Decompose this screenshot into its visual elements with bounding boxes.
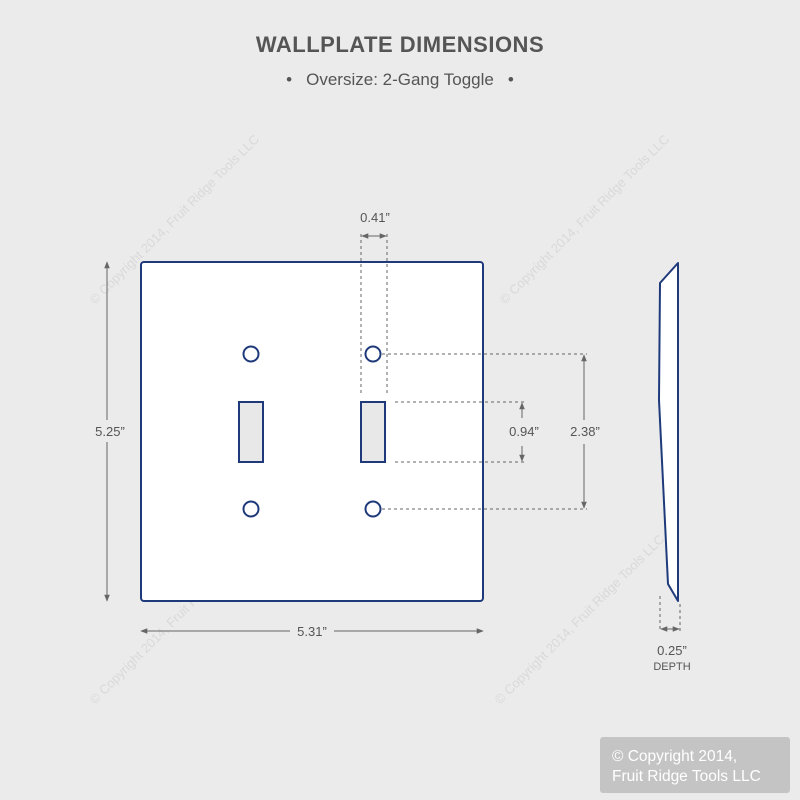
- height-dimension: 5.25”: [95, 261, 125, 602]
- copyright-line-2: Fruit Ridge Tools LLC: [612, 768, 761, 785]
- page-subtitle: • Oversize: 2-Gang Toggle •: [0, 70, 800, 90]
- subtitle-text: Oversize: 2-Gang Toggle: [306, 70, 494, 89]
- toggle-height-label: 0.94”: [509, 424, 539, 439]
- wallplate-side-profile: [658, 262, 679, 602]
- width-dimension: 5.31”: [140, 624, 484, 639]
- toggle-height-dimension: 0.94”: [395, 401, 539, 463]
- screw-hole: [242, 500, 260, 518]
- copyright-badge: © Copyright 2014, Fruit Ridge Tools LLC: [600, 737, 790, 793]
- depth-value-label: 0.25”: [657, 643, 687, 658]
- bullet-right: •: [507, 70, 514, 89]
- height-label: 5.25”: [95, 424, 125, 439]
- hole-gap-label: 0.41”: [360, 210, 390, 225]
- page-title: WALLPLATE DIMENSIONS: [255, 32, 545, 57]
- bullet-left: •: [286, 70, 293, 89]
- watermark: © Copyright 2014, Fruit Ridge Tools LLC: [497, 132, 673, 308]
- depth-dimension: 0.25” DEPTH: [653, 596, 691, 673]
- screw-spacing-dimension: 2.38”: [382, 353, 600, 510]
- screw-hole: [364, 345, 382, 363]
- width-label: 5.31”: [297, 624, 327, 639]
- toggle-opening: [238, 401, 264, 463]
- hole-gap-dimension: 0.41”: [360, 210, 390, 395]
- screw-hole: [364, 500, 382, 518]
- wallplate-front: [140, 261, 484, 602]
- screw-hole: [242, 345, 260, 363]
- toggle-opening: [360, 401, 386, 463]
- screw-spacing-label: 2.38”: [570, 424, 600, 439]
- watermark: © Copyright 2014, Fruit Ridge Tools LLC: [492, 532, 668, 708]
- copyright-line-1: © Copyright 2014,: [612, 748, 738, 765]
- depth-caption: DEPTH: [653, 661, 690, 673]
